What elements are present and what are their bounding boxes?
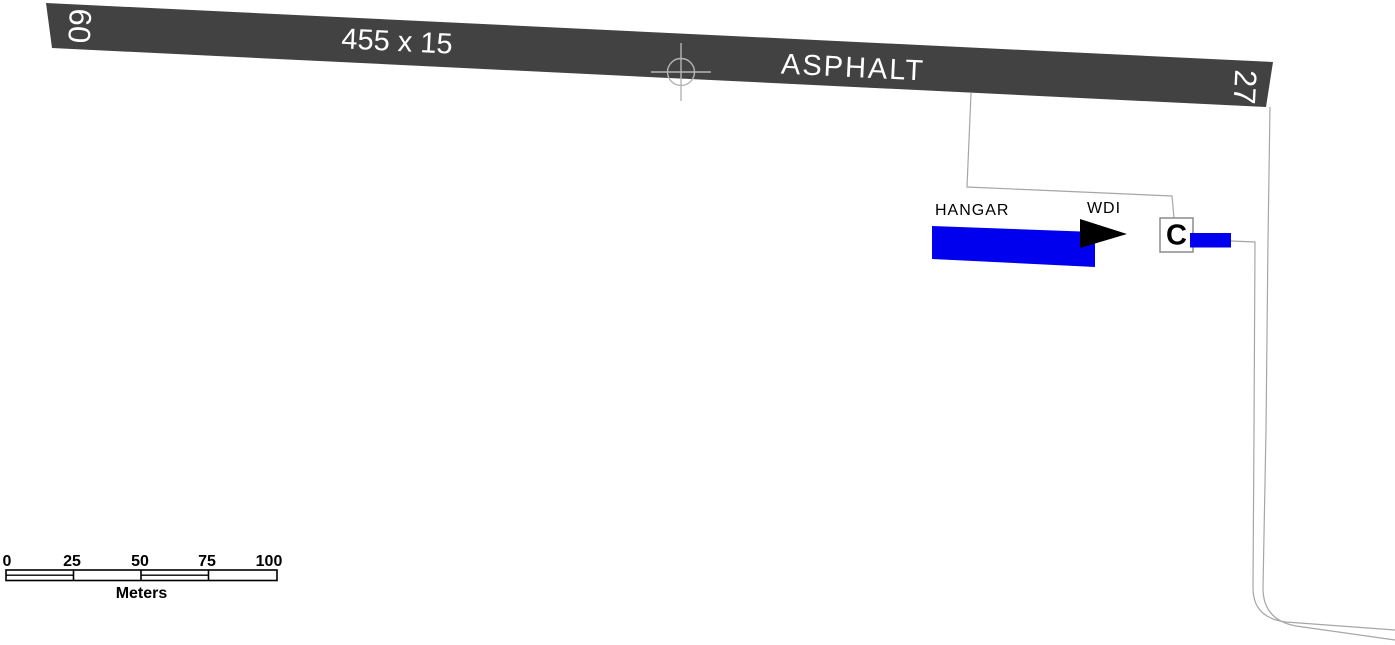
compass-pad-marker: C bbox=[1159, 217, 1194, 253]
scale-unit-label: Meters bbox=[116, 585, 168, 602]
compass-pad-letter: C bbox=[1166, 220, 1187, 252]
wdi-label: WDI bbox=[1087, 200, 1121, 217]
runway-designator-right: 27 bbox=[1227, 69, 1264, 105]
arp-crosshair-icon bbox=[651, 43, 711, 101]
hangar-label: HANGAR bbox=[935, 202, 1009, 219]
small-building bbox=[1190, 233, 1231, 248]
scale-tick-25: 25 bbox=[63, 553, 81, 570]
taxiway-outline bbox=[966, 92, 1175, 219]
hangar-building bbox=[932, 226, 1095, 267]
scale-bar: 0 25 50 75 100 Meters bbox=[3, 553, 283, 602]
runway-designator-left: 09 bbox=[62, 8, 99, 44]
boundary-line-inner bbox=[1230, 240, 1395, 631]
scale-tick-75: 75 bbox=[198, 553, 216, 570]
boundary-line-outer bbox=[1262, 106, 1395, 641]
wind-direction-indicator-icon bbox=[1080, 219, 1127, 248]
scale-tick-0: 0 bbox=[3, 553, 12, 570]
runway-surface-label: ASPHALT bbox=[780, 49, 925, 88]
runway-dimensions-label: 455 x 15 bbox=[341, 23, 454, 60]
scale-tick-100: 100 bbox=[256, 553, 283, 570]
scale-tick-50: 50 bbox=[131, 553, 149, 570]
runway bbox=[46, 3, 1273, 107]
